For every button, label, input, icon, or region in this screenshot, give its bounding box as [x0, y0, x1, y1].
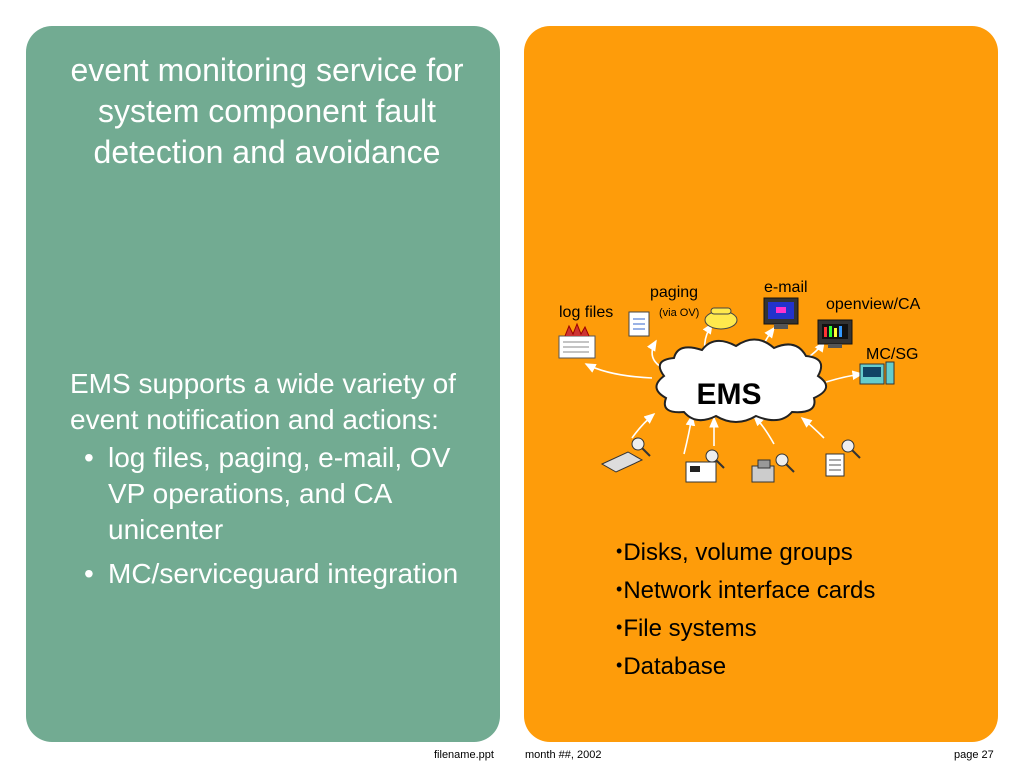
- bullet-dot: •: [616, 655, 623, 675]
- list-item: •Database: [616, 647, 996, 685]
- disk-board-icon: [600, 437, 651, 473]
- list-item-text: Disks, volume groups: [623, 539, 853, 566]
- paging-sub-label: (via OV): [659, 307, 700, 319]
- network-card-icon: [685, 449, 725, 483]
- database-icon: [825, 439, 861, 477]
- list-item: •File systems: [616, 609, 996, 647]
- left-bullet: • log files, paging, e-mail, OV VP operat…: [70, 440, 482, 548]
- intro-text: EMS supports a wide variety of event not…: [70, 368, 456, 435]
- ems-cloud: [655, 338, 827, 423]
- email-monitor-icon: [763, 297, 799, 329]
- bullet-dot: •: [616, 579, 623, 599]
- slide-title: event monitoring service for system comp…: [70, 52, 464, 170]
- bullet-dot: •: [84, 442, 94, 473]
- list-item-text: File systems: [623, 615, 757, 642]
- left-bullet-list: • log files, paging, e-mail, OV VP operat…: [70, 440, 482, 592]
- monitored-resources-list: •Disks, volume groups •Network interface…: [616, 533, 996, 685]
- list-item: •Network interface cards: [616, 571, 996, 609]
- mcsg-server-icon: [859, 361, 895, 385]
- openview-monitor-icon: [817, 319, 853, 348]
- bullet-dot: •: [616, 541, 623, 561]
- email-label: e-mail: [764, 279, 808, 296]
- log-files-icon: [558, 322, 596, 359]
- footer-date: month ##, 2002: [525, 749, 602, 761]
- openview-label: openview/CA: [826, 296, 921, 313]
- paging-label: paging: [650, 284, 699, 301]
- bullet-text: MC/serviceguard integration: [108, 558, 459, 589]
- log-files-label: log files: [559, 304, 614, 321]
- phone-icon: [704, 307, 738, 330]
- mcsg-label: MC/SG: [866, 346, 919, 363]
- footer-filename: filename.ppt: [434, 749, 494, 761]
- left-body: EMS supports a wide variety of event not…: [70, 366, 482, 600]
- list-item-text: Network interface cards: [623, 577, 876, 604]
- ems-diagram: EMS log files paging (via OV) e-mail ope…: [524, 26, 998, 526]
- bullet-text: log files, paging, e-mail, OV VP operati…: [108, 442, 451, 545]
- document-icon: [628, 311, 650, 337]
- list-item: •Disks, volume groups: [616, 533, 996, 571]
- footer-page: page 27: [954, 749, 994, 761]
- diagram-graphics: EMS: [558, 297, 895, 483]
- filesystem-icon: [751, 453, 795, 483]
- list-item-text: Database: [623, 653, 727, 680]
- left-panel: [26, 26, 500, 742]
- left-bullet: • MC/serviceguard integration: [70, 556, 482, 592]
- bullet-dot: •: [616, 617, 623, 637]
- bullet-dot: •: [84, 558, 94, 589]
- ems-label: EMS: [696, 378, 761, 411]
